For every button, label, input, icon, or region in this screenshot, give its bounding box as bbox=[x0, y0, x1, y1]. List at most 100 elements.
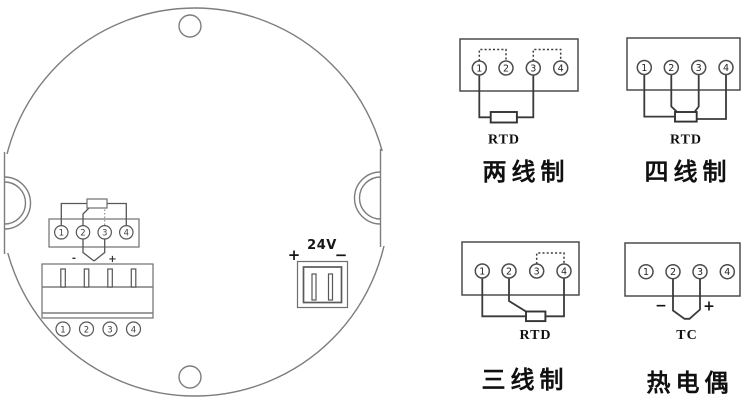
terminal-circle bbox=[665, 263, 681, 280]
terminal-number: 1 bbox=[59, 229, 64, 239]
sensor-label: RTD bbox=[670, 133, 702, 148]
left-notch-outer-arc bbox=[4, 176, 32, 230]
wire-terminal4 bbox=[545, 278, 565, 318]
terminal-number: 1 bbox=[641, 63, 647, 74]
terminal-circle bbox=[692, 263, 708, 280]
connector-pin bbox=[83, 268, 90, 288]
terminal-number: 1 bbox=[643, 267, 649, 278]
terminal-number: 4 bbox=[558, 63, 564, 74]
terminal-circle bbox=[556, 263, 572, 279]
terminal-circle bbox=[55, 321, 71, 337]
wiring-panel-three-wire: 1 2 3 4 RTD 三线制 bbox=[461, 241, 580, 394]
left-notch-inner-arc bbox=[4, 181, 27, 225]
terminal-number: 4 bbox=[723, 63, 729, 74]
plus-sign: + bbox=[703, 299, 715, 315]
connector-pin bbox=[130, 268, 137, 288]
terminal-number: 2 bbox=[670, 267, 676, 278]
plus-sign: + bbox=[108, 254, 116, 265]
terminal-number: 4 bbox=[724, 267, 730, 278]
wire-terminal3 bbox=[516, 75, 535, 119]
power-pin bbox=[327, 273, 334, 301]
terminal-circle bbox=[102, 321, 118, 337]
terminal-circle bbox=[125, 321, 142, 337]
terminal-circle bbox=[501, 263, 517, 279]
wire-terminal3 bbox=[693, 74, 700, 113]
terminal-circle bbox=[690, 59, 707, 76]
terminal-number: 4 bbox=[131, 326, 136, 336]
terminal-circle bbox=[75, 225, 91, 240]
thermocouple-junction-wire bbox=[672, 278, 701, 320]
wire-terminal4 bbox=[696, 74, 727, 120]
connector-pin bbox=[60, 268, 66, 288]
terminal-circle bbox=[638, 263, 654, 280]
panel-caption: 热电偶 bbox=[647, 369, 734, 397]
power-connector-inner bbox=[302, 266, 343, 304]
sensor-label: TC bbox=[676, 328, 697, 343]
terminal-number: 3 bbox=[107, 326, 112, 336]
wire-terminal1 bbox=[60, 202, 87, 232]
jumper-3-4-dotted bbox=[532, 48, 562, 61]
terminal-number: 2 bbox=[84, 326, 89, 336]
wire-terminal1 bbox=[643, 74, 675, 118]
terminal-circle bbox=[552, 60, 569, 76]
jumper-1-2-dotted bbox=[478, 48, 507, 61]
right-notch-outer-arc bbox=[353, 171, 381, 225]
terminal-circle bbox=[718, 59, 734, 76]
terminal-circle bbox=[474, 263, 491, 279]
wire-terminal1 bbox=[481, 278, 526, 318]
terminal-circle bbox=[471, 60, 488, 76]
right-notch-inner-arc bbox=[358, 176, 381, 220]
wire-terminal1 bbox=[478, 75, 491, 119]
terminal-number: 1 bbox=[476, 63, 482, 74]
terminal-number: 1 bbox=[479, 266, 485, 277]
output-terminal-block: 1 2 3 4 bbox=[41, 263, 154, 337]
wire-terminal4 bbox=[107, 202, 127, 232]
sensor-label: RTD bbox=[488, 133, 520, 148]
terminal-number: 2 bbox=[80, 229, 85, 239]
right-notch-mask bbox=[375, 151, 393, 246]
power-minus-sign: − bbox=[335, 246, 348, 264]
terminal-circle bbox=[119, 225, 134, 240]
sensor-terminal-block: 1 2 3 4 - + bbox=[48, 198, 140, 265]
power-plus-sign: + bbox=[288, 246, 301, 264]
terminal-circle bbox=[528, 263, 545, 279]
transmitter-rear-view: 1 2 3 4 - + 1 2 3 4 + 24V bbox=[0, 7, 393, 397]
transmitter-body bbox=[0, 7, 393, 397]
terminal-number: 3 bbox=[697, 267, 703, 278]
terminal-circle bbox=[498, 60, 514, 76]
sensor-label: RTD bbox=[519, 328, 551, 343]
panel-caption: 三线制 bbox=[482, 366, 569, 394]
top-mounting-hole bbox=[178, 14, 202, 38]
terminal-number: 2 bbox=[503, 63, 509, 74]
terminal-number: 3 bbox=[530, 63, 536, 74]
terminal-number: 4 bbox=[124, 229, 129, 239]
wiring-panel-four-wire: 1 2 3 4 RTD 四线制 bbox=[626, 37, 741, 186]
rtd-element-symbol bbox=[489, 111, 518, 124]
terminal-number: 4 bbox=[561, 266, 567, 277]
rtd-element-symbol bbox=[674, 111, 698, 123]
panel-caption: 两线制 bbox=[483, 158, 570, 186]
terminal-circle bbox=[97, 225, 112, 240]
bottom-mounting-hole bbox=[178, 365, 202, 389]
power-pin bbox=[311, 273, 317, 301]
power-voltage-label: 24V bbox=[307, 238, 337, 253]
wire-terminal2 bbox=[508, 278, 527, 313]
terminal-number: 3 bbox=[696, 63, 702, 74]
terminal-circle bbox=[525, 60, 542, 76]
terminal-circle bbox=[53, 225, 69, 240]
terminal-number: 2 bbox=[668, 63, 674, 74]
wire-terminal2 bbox=[670, 74, 679, 113]
terminal-circle bbox=[719, 263, 736, 280]
housing-circle bbox=[0, 7, 390, 397]
minus-sign: − bbox=[655, 298, 667, 314]
minus-sign: - bbox=[72, 253, 76, 264]
terminal-number: 3 bbox=[102, 229, 107, 239]
power-connector: + 24V − bbox=[288, 238, 349, 309]
panel-caption: 四线制 bbox=[645, 158, 732, 186]
rtd-element-symbol bbox=[525, 310, 547, 323]
terminal-number: 1 bbox=[60, 326, 65, 336]
wiring-panel-thermocouple: 1 2 3 4 − + TC 热电偶 bbox=[624, 242, 741, 397]
rtd-element-symbol bbox=[86, 198, 108, 209]
terminal-circle bbox=[636, 59, 653, 76]
